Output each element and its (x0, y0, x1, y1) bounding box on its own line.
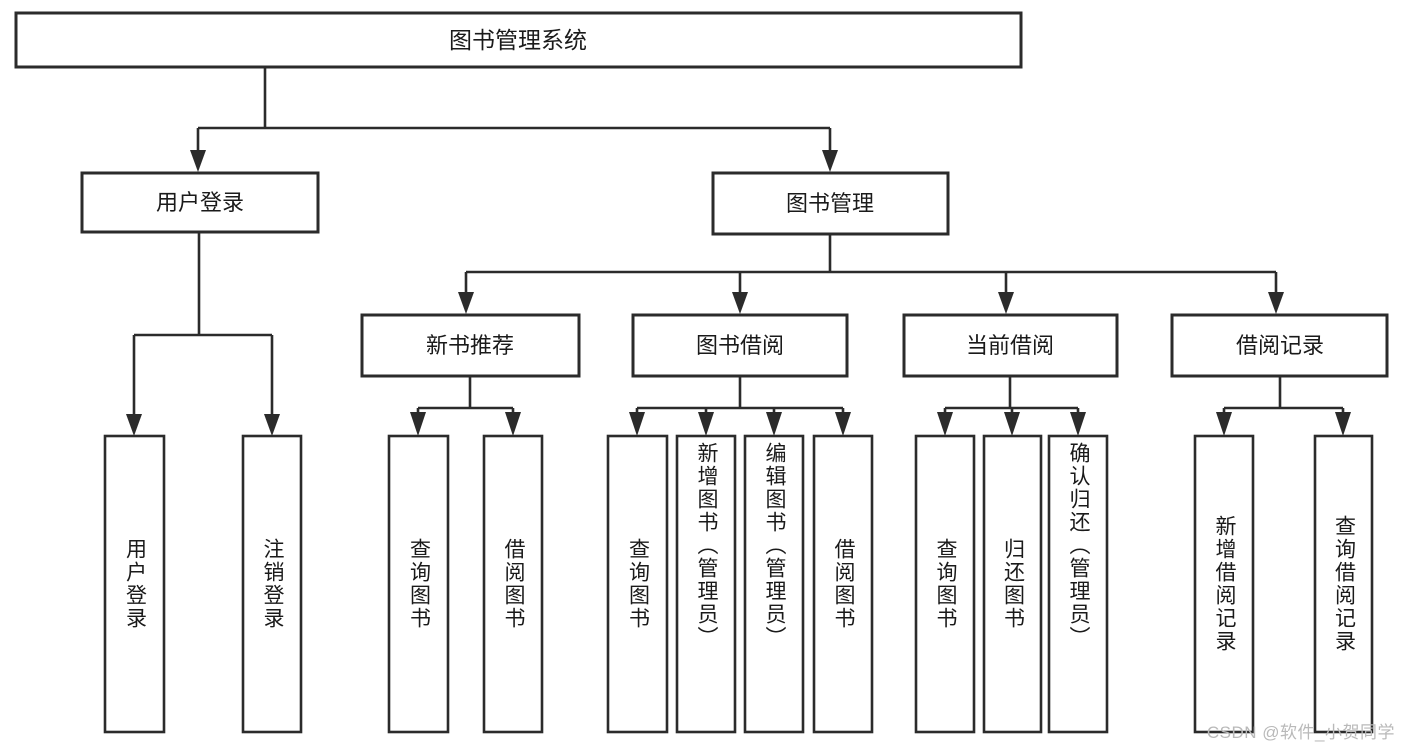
node-book-management-label: 图书管理 (786, 191, 874, 216)
node-book-borrow-label: 图书借阅 (696, 333, 784, 358)
node-new-book-recommend[interactable]: 新书推荐 (360, 313, 581, 378)
connector-root-to-level2 (190, 68, 838, 172)
node-root-label: 图书管理系统 (449, 27, 587, 53)
connector-bookmgmt-to-level3 (458, 234, 1284, 314)
node-root-book-management-system[interactable]: 图书管理系统 (14, 11, 1023, 69)
leaf-box-user-login-login[interactable] (103, 434, 166, 734)
node-book-borrow[interactable]: 图书借阅 (631, 313, 849, 378)
connector-newbook-to-leaves (410, 377, 521, 436)
leaf-box-currentborrow-return[interactable] (982, 434, 1043, 734)
connector-currentborrow-to-leaves (937, 377, 1086, 436)
node-current-borrow-label: 当前借阅 (966, 333, 1054, 358)
leaf-box-newbook-borrow[interactable] (482, 434, 544, 734)
node-user-login-label: 用户登录 (156, 190, 244, 215)
node-book-management[interactable]: 图书管理 (711, 171, 950, 236)
leaf-box-currentborrow-query[interactable] (914, 434, 976, 734)
connector-userlogin-to-leaves (126, 232, 280, 436)
node-borrow-record-label: 借阅记录 (1236, 333, 1324, 358)
leaf-box-bookborrow-borrow[interactable] (812, 434, 874, 734)
node-new-book-recommend-label: 新书推荐 (426, 333, 514, 358)
node-current-borrow[interactable]: 当前借阅 (902, 313, 1119, 378)
leaf-box-bookborrow-query[interactable] (606, 434, 669, 734)
leaf-box-bookborrow-edit[interactable] (743, 434, 805, 734)
connector-borrowrecord-to-leaves (1216, 377, 1351, 436)
connector-bookborrow-to-leaves (629, 377, 851, 436)
leaf-box-user-login-logout[interactable] (241, 434, 303, 734)
csdn-watermark: CSDN @软件_小贺同学 (1206, 723, 1395, 742)
leaf-box-borrowrecord-query[interactable] (1313, 434, 1374, 734)
node-user-login[interactable]: 用户登录 (80, 171, 320, 234)
leaf-box-newbook-query[interactable] (387, 434, 450, 734)
leaf-box-bookborrow-add[interactable] (675, 434, 737, 734)
node-borrow-record[interactable]: 借阅记录 (1170, 313, 1389, 378)
leaf-box-currentborrow-confirm[interactable] (1047, 434, 1109, 734)
leaf-box-borrowrecord-add[interactable] (1193, 434, 1255, 734)
